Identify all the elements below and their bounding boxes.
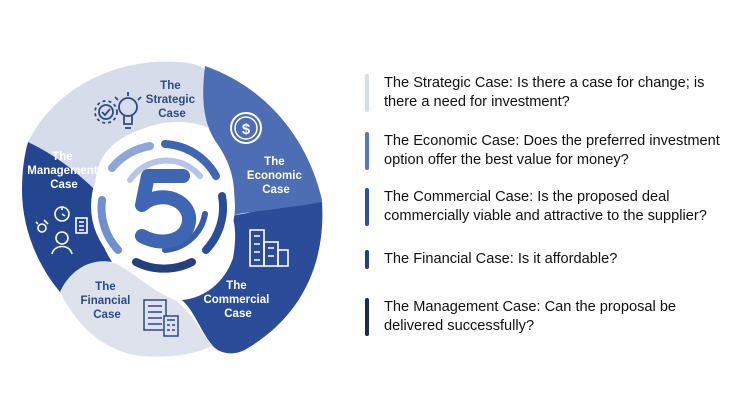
list-item-economic: The Economic Case: Does the preferred in… xyxy=(365,132,729,170)
gear-lightbulb-icon xyxy=(94,92,142,129)
segment-commercial xyxy=(182,202,323,354)
list-item-commercial: The Commercial Case: Is the proposed dea… xyxy=(365,188,729,226)
dollar-coin-icon: $ xyxy=(230,112,262,144)
center-rings xyxy=(97,140,228,273)
label-line: Case xyxy=(93,309,121,321)
label-line: Case xyxy=(224,308,252,320)
segment-label-economic: The Economic Case xyxy=(247,156,305,196)
list-item-strategic: The Strategic Case: Is there a case for … xyxy=(365,74,729,112)
label-line: The xyxy=(95,281,115,293)
segment-management xyxy=(22,142,112,292)
segment-label-management: The Management Case xyxy=(27,151,101,191)
spreadsheet-calculator-icon xyxy=(143,299,179,337)
label-line: Management xyxy=(27,165,97,177)
list-item-bar xyxy=(365,250,369,269)
label-line: Case xyxy=(158,108,186,120)
list-item-bar xyxy=(365,74,369,112)
list-item-text: The Economic Case: Does the preferred in… xyxy=(384,133,720,168)
svg-text:$: $ xyxy=(242,121,251,138)
buildings-icon xyxy=(249,229,289,267)
list-item-text: The Financial Case: Is it affordable? xyxy=(384,251,618,267)
label-line: The xyxy=(160,80,180,92)
label-line: Economic xyxy=(247,170,303,182)
label-line: Strategic xyxy=(146,94,196,106)
label-line: Case xyxy=(50,179,78,191)
list-item-financial: The Financial Case: Is it affordable? xyxy=(365,250,729,269)
segment-economic xyxy=(203,66,322,216)
label-line: Commercial xyxy=(203,294,269,306)
segment-financial xyxy=(60,261,212,357)
list-item-bar xyxy=(365,188,369,226)
center-disc xyxy=(91,134,235,278)
list-item-management: The Management Case: Can the proposal be… xyxy=(365,298,729,336)
center-five-glyph xyxy=(135,169,196,249)
label-line: The xyxy=(226,280,246,292)
segment-label-financial: The Financial Case xyxy=(80,281,133,321)
five-case-diagram: 5 The Strategic Case The Economic Case T… xyxy=(22,61,323,357)
segment-strategic xyxy=(28,61,210,191)
list-item-bar xyxy=(365,298,369,336)
segment-label-strategic: The Strategic Case xyxy=(146,80,198,120)
label-line: Case xyxy=(262,184,290,196)
label-line: The xyxy=(264,156,284,168)
list-item-text: The Strategic Case: Is there a case for … xyxy=(384,75,705,110)
list-item-bar xyxy=(365,132,369,170)
team-network-icon xyxy=(35,206,88,255)
label-line: The xyxy=(52,151,72,163)
list-item-text: The Management Case: Can the proposal be… xyxy=(384,299,677,334)
label-line: Financial xyxy=(80,295,130,307)
list-item-text: The Commercial Case: Is the proposed dea… xyxy=(384,189,707,224)
segment-label-commercial: The Commercial Case xyxy=(203,280,272,320)
